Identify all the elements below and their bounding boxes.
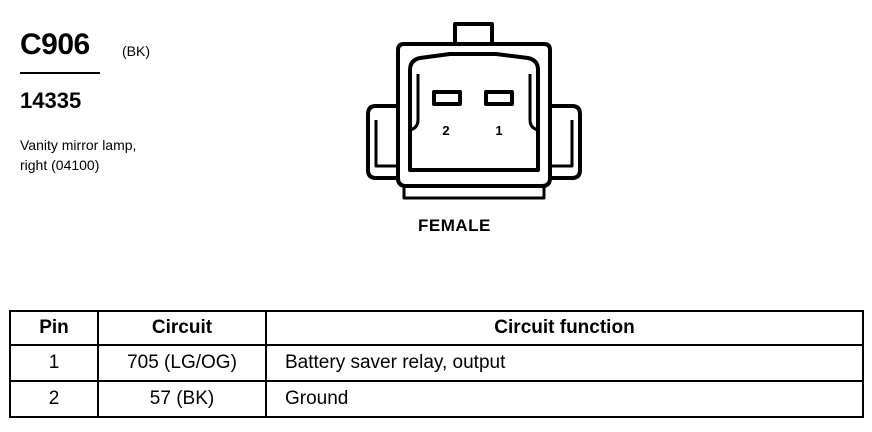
table-header-row: Pin Circuit Circuit function <box>9 310 864 346</box>
pin-table: Pin Circuit Circuit function 1 705 (LG/O… <box>9 310 864 418</box>
pin-label-1: 1 <box>495 123 502 138</box>
connector-latch-tab <box>453 22 494 46</box>
connector-description: Vanity mirror lamp, right (04100) <box>20 135 136 175</box>
cell-function: Ground <box>265 380 864 418</box>
connector-face-diagram: 2 1 <box>366 22 582 200</box>
connector-outer-housing <box>396 42 552 92</box>
header-circuit: Circuit <box>97 310 267 346</box>
cell-circuit: 57 (BK) <box>97 380 267 418</box>
description-line-2: right (04100) <box>20 157 100 173</box>
pin-label-2: 2 <box>442 123 449 138</box>
connector-color-code: (BK) <box>122 43 150 59</box>
table-row: 2 57 (BK) Ground <box>9 380 864 418</box>
connector-id-underline <box>20 72 100 74</box>
connector-cavity <box>408 52 540 172</box>
pin-2-cavity <box>432 90 462 106</box>
part-number: 14335 <box>20 88 82 113</box>
header-circuit-function: Circuit function <box>265 310 864 346</box>
pin-1-cavity <box>484 90 514 106</box>
connector-bottom-flange <box>402 186 546 200</box>
table-row: 1 705 (LG/OG) Battery saver relay, outpu… <box>9 344 864 382</box>
cell-circuit: 705 (LG/OG) <box>97 344 267 382</box>
cell-pin: 1 <box>9 344 99 382</box>
connector-lock-loop <box>366 104 398 180</box>
cell-pin: 2 <box>9 380 99 418</box>
connector-gender-label: FEMALE <box>418 216 491 235</box>
connector-lock-loop-right <box>550 104 582 180</box>
connector-id: C906 <box>20 28 90 61</box>
connector-left-rail <box>396 92 552 188</box>
cell-function: Battery saver relay, output <box>265 344 864 382</box>
description-line-1: Vanity mirror lamp, <box>20 137 137 153</box>
header-pin: Pin <box>9 310 99 346</box>
